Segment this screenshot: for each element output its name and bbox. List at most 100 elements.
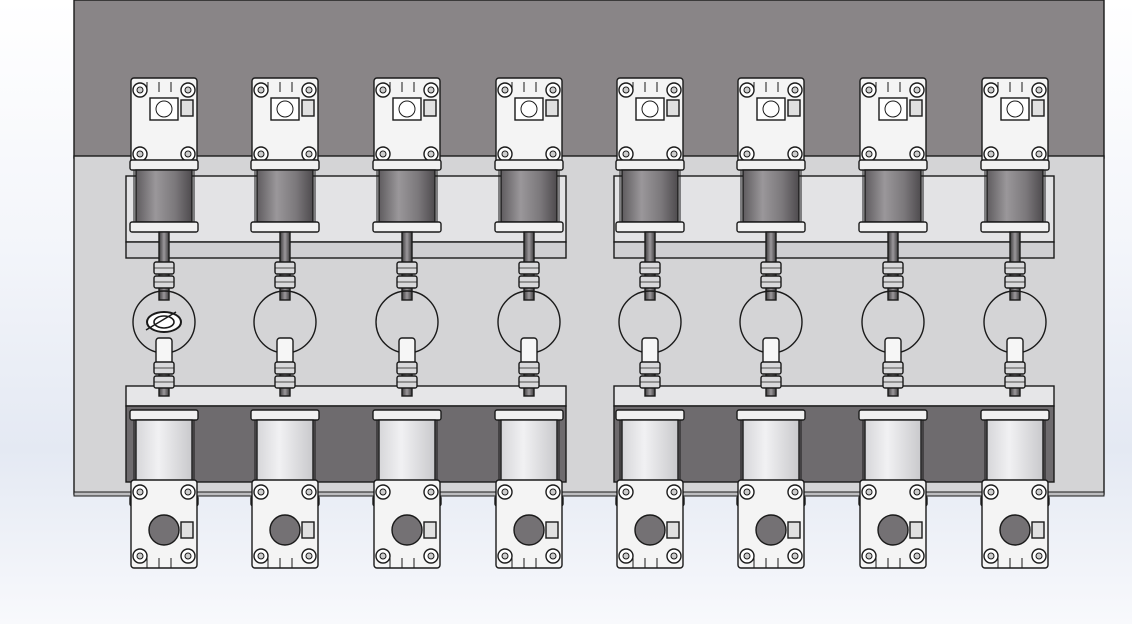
lower-rod-sleeve [762,337,780,365]
cylinder-collar [494,159,564,171]
cylinder-barrel [621,169,679,223]
base-plate-lower-edge [73,491,1105,497]
upper-rod-locknut [1004,275,1026,289]
cylinder-column-4 [494,77,564,569]
lower-end-cap [251,479,319,569]
cylinder-collar [615,221,685,233]
cylinder-collar [615,409,685,421]
upper-end-cap [616,77,684,167]
cylinder-collar [250,221,320,233]
cylinder-column-2 [250,77,320,569]
upper-end-cap [251,77,319,167]
upper-end-cap [859,77,927,167]
cylinder-barrel [986,169,1044,223]
tie-rod-bolt [670,488,678,496]
side-fitting [301,99,315,117]
cylinder-barrel [256,169,314,223]
upper-cylinder [615,159,685,233]
tie-rod-bolt [1035,488,1043,496]
cylinder-collar [129,221,199,233]
upper-rod-nut [1004,261,1026,275]
lower-rod-locknut [639,375,661,389]
tie-rod-bolt [549,86,557,94]
lower-mount-rail [125,385,567,407]
spring-coupling-icon [146,311,182,333]
tie-rod-bolt [913,552,921,560]
tie-rod-bolt [743,150,751,158]
lower-rod-nut [396,361,418,375]
tie-rod-bolt [622,86,630,94]
lower-rod-locknut [1004,375,1026,389]
tie-rod-bolt [257,488,265,496]
tie-rod-bolt [670,150,678,158]
cylinder-collar [736,159,806,171]
tie-rod-bolt [379,488,387,496]
tie-rod-bolt [184,488,192,496]
upper-end-cap [981,77,1049,167]
upper-rod-locknut [518,275,540,289]
upper-end-cap [130,77,198,167]
tie-rod-bolt [305,86,313,94]
port-ring [1006,100,1024,118]
side-fitting [909,521,923,539]
side-fitting [909,99,923,117]
lower-end-cap [130,479,198,569]
side-fitting [423,521,437,539]
tie-rod-bolt [987,552,995,560]
tie-rod-bolt [549,552,557,560]
cylinder-column-5 [615,77,685,569]
tie-rod-bolt [379,552,387,560]
cylinder-collar [129,409,199,421]
upper-mount-rail [125,241,567,259]
tie-rod-bolt [501,150,509,158]
cylinder-column-3 [372,77,442,569]
upper-cylinder [129,159,199,233]
cylinder-barrel [864,169,922,223]
tie-rod-bolt [257,552,265,560]
cylinder-collar [980,221,1050,233]
port-opening [270,97,300,121]
tie-rod-bolt [427,488,435,496]
tie-rod-bolt [501,488,509,496]
upper-rod-nut [396,261,418,275]
tie-rod-bolt [622,150,630,158]
tie-rod-bolt [305,552,313,560]
upper-rod-nut [274,261,296,275]
tie-rod-bolt [379,86,387,94]
lower-rod-nut [274,361,296,375]
tie-rod-bolt [379,150,387,158]
cylinder-collar [858,409,928,421]
side-fitting [1031,99,1045,117]
cylinder-collar [615,159,685,171]
tie-rod-bolt [987,488,995,496]
tie-rod-bolt [987,86,995,94]
lower-rod-nut [760,361,782,375]
tie-rod-bolt [865,86,873,94]
port-ring [884,100,902,118]
tie-rod-bolt [305,488,313,496]
tie-rod-bolt [136,552,144,560]
port-ring [276,100,294,118]
lower-end-cap [859,479,927,569]
lower-rod-locknut [396,375,418,389]
lower-rod-nut [153,361,175,375]
cylinder-barrel [742,169,800,223]
port-icon [391,514,423,546]
side-fitting [545,521,559,539]
tie-rod-bolt [305,150,313,158]
upper-rod-locknut [153,275,175,289]
tie-rod-bolt [184,150,192,158]
side-fitting [787,99,801,117]
tie-rod-bolt [791,552,799,560]
side-fitting [180,521,194,539]
upper-rod-locknut [639,275,661,289]
lower-rod-locknut [153,375,175,389]
port-opening [149,97,179,121]
upper-rod-locknut [274,275,296,289]
cylinder-column-8 [980,77,1050,569]
port-opening [878,97,908,121]
tie-rod-bolt [743,552,751,560]
cylinder-collar [250,409,320,421]
tie-rod-bolt [622,488,630,496]
